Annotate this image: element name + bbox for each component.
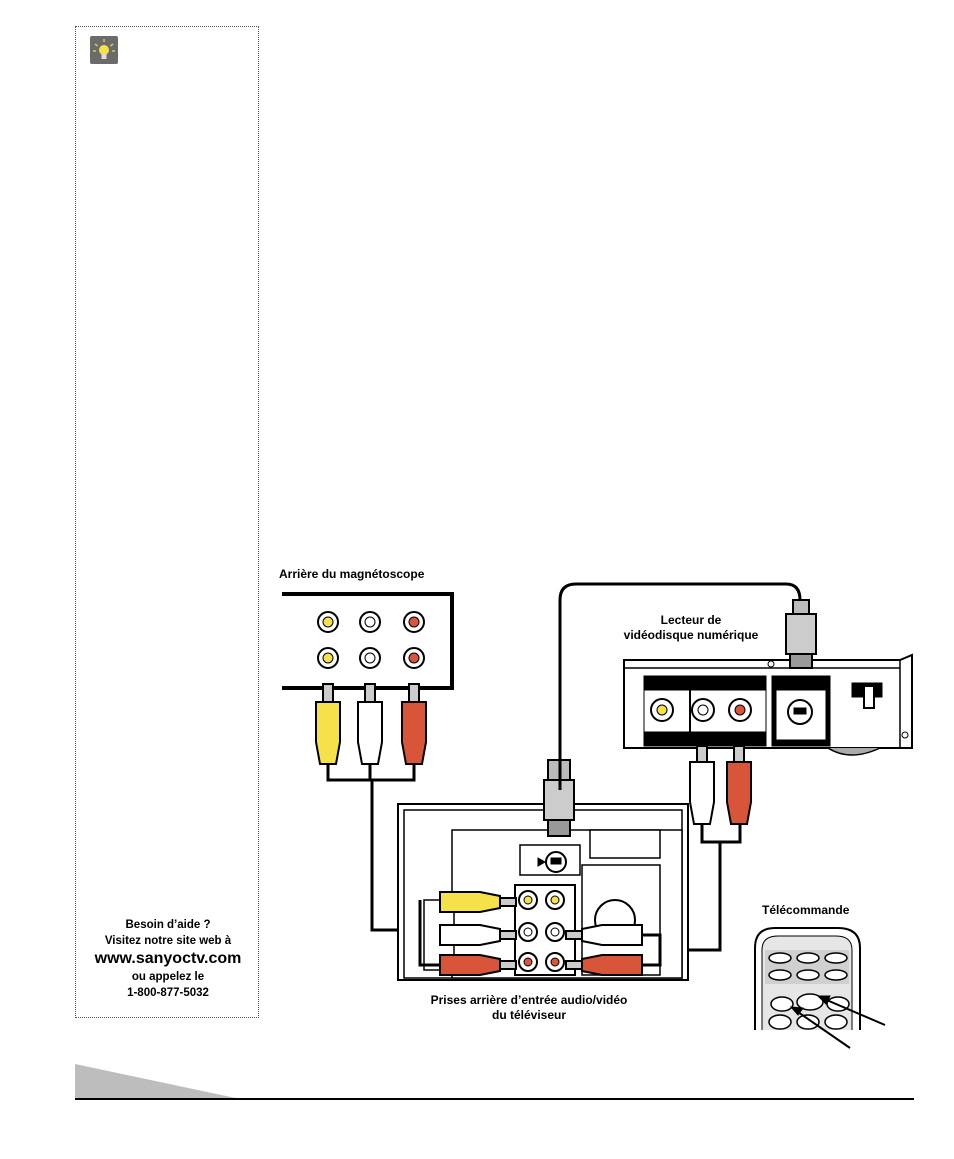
tv-label: Prises arrière d’entrée audio/vidéo du t… — [404, 993, 654, 1023]
help-url-link[interactable]: www.sanyoctv.com — [94, 950, 242, 967]
tv-left-plugs — [439, 891, 517, 976]
dvd-label-line-2: vidéodisque numérique — [623, 628, 759, 642]
lightbulb-icon — [90, 36, 118, 64]
help-block: Besoin d’aide ? Visitez notre site web à… — [76, 917, 260, 1001]
tv-right-plugs — [565, 924, 643, 976]
tv-label-line-1: Prises arrière d’entrée audio/vidéo — [430, 993, 628, 1007]
tip-sidebar: Besoin d’aide ? Visitez notre site web à… — [75, 26, 259, 1018]
footer-tab — [75, 1064, 245, 1100]
dvd-label-line-1: Lecteur de — [660, 613, 722, 627]
help-phone: 1-800-877-5032 — [127, 987, 209, 999]
dvd-label: Lecteur de vidéodisque numérique — [608, 613, 774, 643]
tv-label-line-2: du téléviseur — [491, 1008, 567, 1022]
dvd-svideo-plug — [785, 599, 817, 669]
help-line-2: Visitez notre site web à — [104, 935, 232, 947]
dvd-audio-plugs — [689, 745, 752, 825]
footer-rule — [75, 1098, 914, 1100]
help-line-3: ou appelez le — [131, 971, 205, 983]
remote-control-drawing — [754, 927, 886, 1049]
remote-label: Télécommande — [762, 903, 850, 917]
vcr-label: Arrière du magnétoscope — [279, 567, 425, 581]
help-line-1: Besoin d’aide ? — [125, 919, 211, 931]
vcr-jacks — [317, 611, 425, 669]
dvd-player — [623, 653, 913, 756]
vcr-plugs — [315, 683, 427, 765]
